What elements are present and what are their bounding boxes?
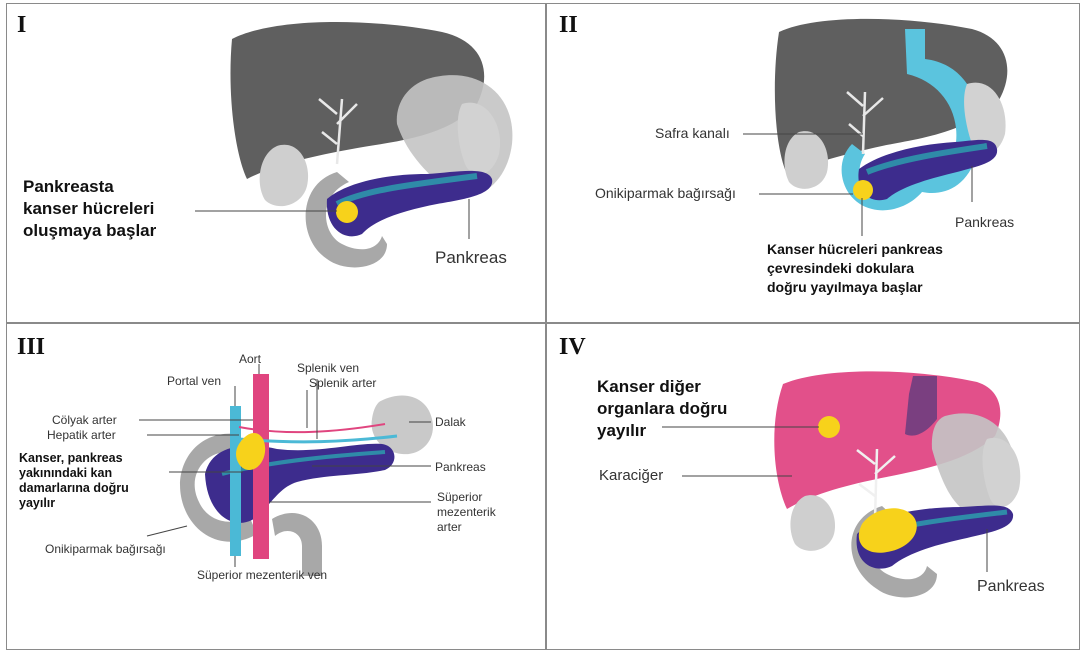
hepatic-artery-label: Hepatik arter <box>47 428 116 443</box>
stage-4-caption: Kanser diğer organlara doğru yayılır <box>597 376 727 442</box>
caption-line: çevresindeki dokulara <box>767 259 943 278</box>
duodenum-label: Onikiparmak bağırsağı <box>45 542 166 557</box>
liver-label: Karaciğer <box>599 467 663 484</box>
caption-line: oluşmaya başlar <box>23 220 156 242</box>
caption-line: doğru yayılmaya başlar <box>767 278 943 297</box>
gallbladder <box>790 495 835 551</box>
panel-stage-1: I Pankreasta kanser hücreleri oluşmaya b… <box>6 3 546 323</box>
splenic-vein-label: Splenik ven <box>297 361 359 376</box>
panel-stage-4: IV Kanser diğer organlara doğru yayılır … <box>546 323 1080 650</box>
splenic-artery-label: Splenik arter <box>309 376 376 391</box>
sma-label-line: Süperior <box>437 490 496 505</box>
stage-3-caption: Kanser, pankreas yakınındaki kan damarla… <box>19 451 129 511</box>
sma-label-line: arter <box>437 520 496 535</box>
duodenum-lower <box>272 513 322 576</box>
caption-line: organlara doğru <box>597 398 727 420</box>
portal-vein <box>230 406 241 556</box>
caption-line: yayılır <box>19 496 129 511</box>
metastasis-tumor <box>818 416 840 438</box>
caption-line: yayılır <box>597 420 727 442</box>
caption-line: Kanser diğer <box>597 376 727 398</box>
stage-2-caption: Kanser hücreleri pankreas çevresindeki d… <box>767 240 943 297</box>
panel-stage-3: III Aort Portal ven Splenik ven Splenik … <box>6 323 546 650</box>
celiac-artery-label: Cölyak arter <box>52 413 117 428</box>
pancreas-label: Pankreas <box>435 248 507 268</box>
sma-label-line: mezenterik <box>437 505 496 520</box>
stage-1-anatomy <box>7 4 546 323</box>
portal-vein-label: Portal ven <box>167 374 221 389</box>
caption-line: Kanser, pankreas <box>19 451 129 466</box>
pancreas-label: Pankreas <box>977 578 1045 596</box>
aorta-label: Aort <box>239 352 261 367</box>
bile-duct-label: Safra kanalı <box>655 125 730 141</box>
caption-line: yakınındaki kan <box>19 466 129 481</box>
spleen-label: Dalak <box>435 415 466 430</box>
tumor <box>336 201 358 223</box>
caption-line: kanser hücreleri <box>23 198 156 220</box>
caption-line: Kanser hücreleri pankreas <box>767 240 943 259</box>
caption-line: damarlarına doğru <box>19 481 129 496</box>
pancreas-label: Pankreas <box>955 214 1014 230</box>
stage-4-anatomy <box>547 324 1080 650</box>
duodenum-label: Onikiparmak bağırsağı <box>595 185 736 201</box>
tumor <box>853 180 873 200</box>
panel-stage-2: II Safra kanalı Onikiparmak bağırsağı Pa… <box>546 3 1080 323</box>
smv-label: Süperior mezenterik ven <box>197 568 327 583</box>
caption-line: Pankreasta <box>23 176 156 198</box>
sma-label: Süperior mezenterik arter <box>437 490 496 535</box>
stage-1-caption: Pankreasta kanser hücreleri oluşmaya baş… <box>23 176 156 242</box>
pancreas-label: Pankreas <box>435 460 486 475</box>
